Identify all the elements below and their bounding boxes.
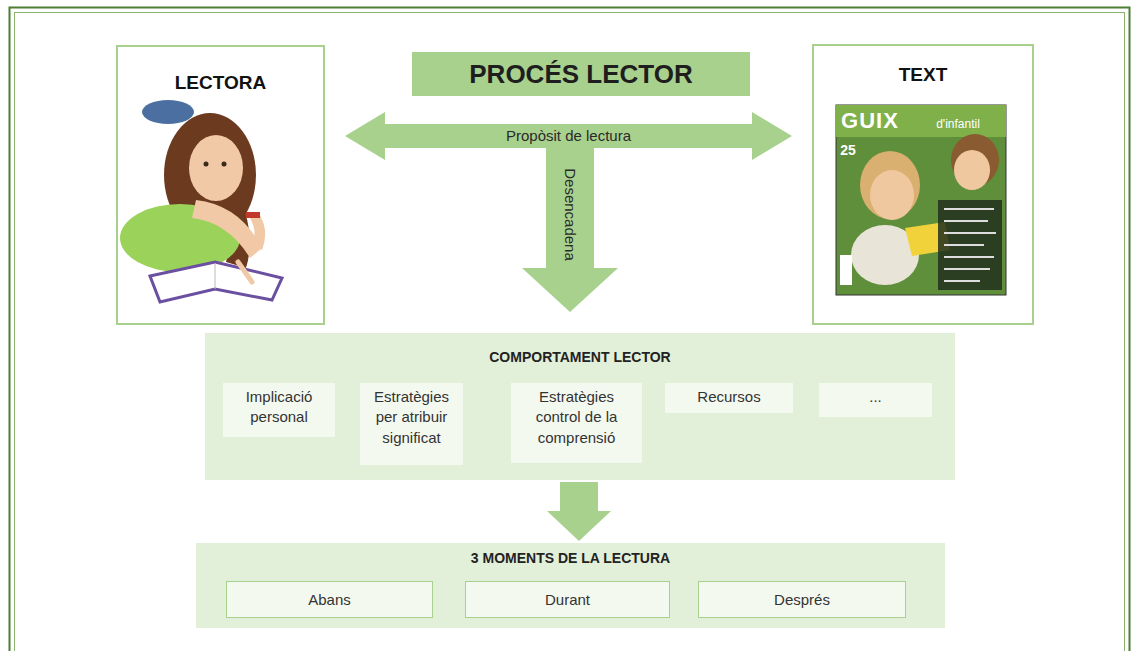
- moment-box: Abans: [226, 581, 433, 618]
- moments-band: 3 MOMENTS DE LA LECTURA Abans Durant Despré…: [196, 543, 945, 628]
- cover: [836, 105, 1006, 295]
- text-card: TEXT: [812, 44, 1034, 325]
- eye: [204, 162, 209, 167]
- behaviour-item: Implicació personal: [223, 383, 335, 437]
- chip-text: Recursos: [671, 387, 787, 407]
- reader-card: LECTORA: [116, 45, 325, 325]
- diagram-title-text: PROCÉS LECTOR: [469, 59, 692, 90]
- kid-face: [870, 170, 914, 220]
- contents-line: [944, 208, 994, 210]
- trigger-arrow: [522, 146, 618, 312]
- behaviour-item: ...: [819, 383, 932, 417]
- inner-frame: [15, 13, 1125, 651]
- face: [189, 135, 243, 201]
- contents-line: [944, 220, 988, 222]
- edge-label: Propòsit de lectura: [502, 127, 635, 145]
- block-arrow: [547, 482, 611, 541]
- moment-text: Abans: [308, 591, 351, 608]
- behaviour-item: Recursos: [665, 383, 793, 413]
- magazine-subtitle: d'infantil: [936, 117, 980, 131]
- band-text: 3 MOMENTS DE LA LECTURA: [196, 550, 945, 566]
- chip-text: Implicació personal: [229, 387, 329, 428]
- bracelet: [246, 212, 260, 218]
- arm: [192, 200, 262, 258]
- girl-illustration: [120, 100, 282, 302]
- magazine-logo: GUIX: [841, 108, 899, 134]
- behaviour-band: COMPORTAMENT LECTOR Implicació personal Es…: [205, 333, 955, 480]
- outer-frame: [10, 8, 1130, 651]
- magazine-cover: [836, 105, 1006, 295]
- trigger-label: Desencadena: [561, 168, 578, 261]
- block-arrow: [345, 112, 792, 160]
- legs: [142, 100, 194, 124]
- band-text: COMPORTAMENT LECTOR: [205, 349, 955, 365]
- moment-box: Després: [698, 581, 906, 618]
- book-spine: [215, 263, 216, 289]
- contents-line: [944, 244, 984, 246]
- contents-line: [944, 268, 990, 270]
- contents-line: [944, 256, 994, 258]
- issue-number: 25: [840, 142, 856, 158]
- contents-line: [944, 232, 996, 234]
- contents-line: [944, 280, 980, 282]
- card-text: TEXT: [814, 64, 1032, 86]
- moment-text: Durant: [545, 591, 590, 608]
- chip-text: Estratègies per atribuir significat: [366, 387, 457, 448]
- behaviour-item: Estratègies control de la comprensió: [511, 383, 642, 463]
- finger: [238, 262, 252, 282]
- eye: [222, 162, 227, 167]
- behaviour-item: Estratègies per atribuir significat: [360, 383, 463, 465]
- chip-text: ...: [825, 387, 926, 407]
- moment-box: Durant: [465, 581, 670, 618]
- cover-band: [836, 105, 1006, 137]
- kid-face: [954, 150, 990, 190]
- title-box: PROCÉS LECTOR: [412, 52, 750, 96]
- barcode: [840, 255, 852, 285]
- chip-text: Estratègies control de la comprensió: [517, 387, 636, 448]
- book: [150, 262, 282, 302]
- moment-text: Després: [774, 591, 830, 608]
- kid-hair: [860, 151, 920, 219]
- contents-panel: [938, 200, 1002, 290]
- card-text: LECTORA: [118, 72, 323, 94]
